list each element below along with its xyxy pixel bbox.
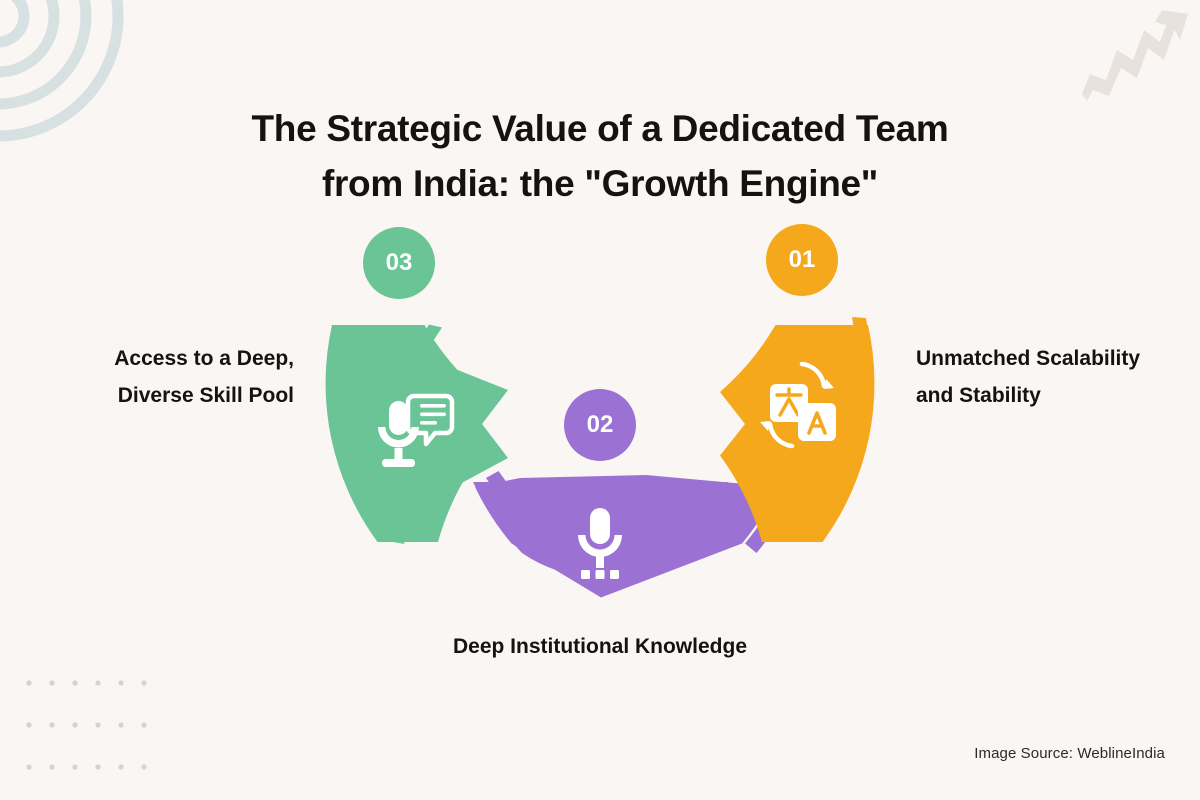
segment-03-green[interactable] — [325, 324, 508, 545]
step-badge-03-number: 03 — [385, 249, 413, 276]
segment-01-orange[interactable] — [720, 317, 875, 542]
segment-02-purple[interactable] — [473, 471, 795, 598]
segment-02-top-arc — [486, 471, 508, 492]
segment-01-shape — [720, 325, 875, 542]
page-title: The Strategic Value of a Dedicated Team … — [0, 101, 1200, 211]
step-badge-02-number: 02 — [586, 411, 614, 438]
segment-label-left: Access to a Deep, Diverse Skill Pool — [114, 347, 294, 407]
translate-icon — [760, 361, 836, 449]
step-badge-03[interactable]: 03 — [363, 227, 435, 299]
microphone-chat-icon — [378, 393, 455, 467]
image-source-note: Image Source: WeblineIndia — [974, 745, 1165, 762]
step-badge-01[interactable]: 01 — [766, 224, 838, 296]
segment-label-right: Unmatched Scalability and Stability — [916, 347, 1141, 407]
page-title-line-2: from India: the "Growth Engine" — [321, 162, 879, 204]
step-badge-02[interactable]: 02 — [564, 389, 636, 461]
page-title-line-1: The Strategic Value of a Dedicated Team — [251, 107, 949, 149]
microphone-dots-icon — [578, 508, 622, 579]
segment-label-bottom: Deep Institutional Knowledge — [452, 635, 747, 658]
step-badge-01-number: 01 — [788, 246, 816, 273]
